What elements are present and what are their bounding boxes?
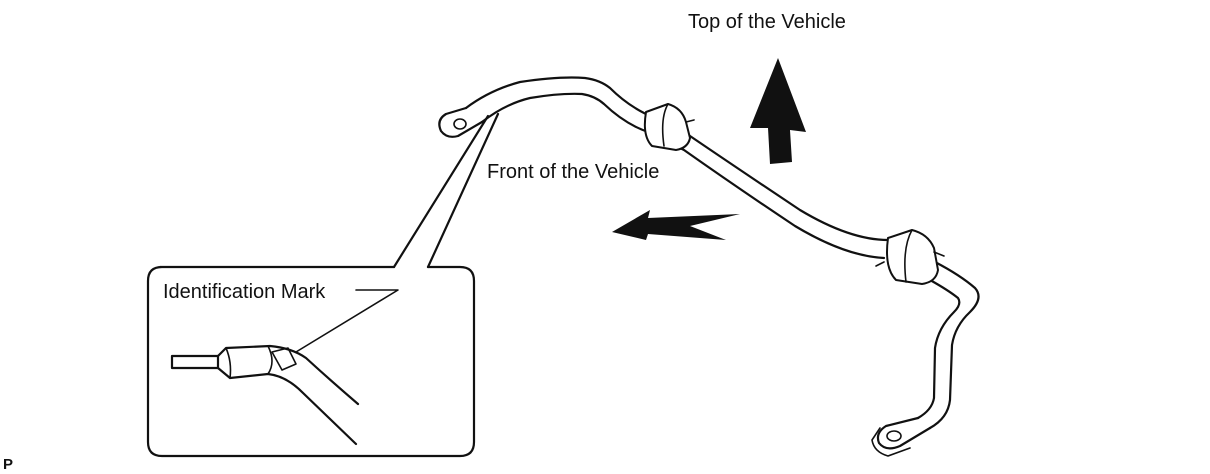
detail-rod [170, 354, 220, 370]
bushing-right [875, 229, 945, 285]
bar-left-end [438, 106, 484, 138]
callout-wedge [392, 112, 500, 269]
label-top-of-vehicle: Top of the Vehicle [688, 11, 846, 33]
detail-callout-box [146, 265, 476, 458]
bar-right-end-plate [871, 427, 911, 457]
arrow-up-icon [750, 58, 806, 164]
bar-lower-edge [480, 92, 886, 260]
bar-right-end [876, 416, 932, 450]
label-front-of-vehicle: Front of the Vehicle [487, 161, 659, 183]
bar-left-end-hole [453, 118, 467, 130]
corner-code: P [3, 456, 13, 473]
bar-right-end-hole [886, 430, 902, 442]
bar-right-lower-edge [916, 278, 961, 420]
bushing-left [643, 103, 695, 151]
bar-upper-edge [464, 76, 890, 242]
arrow-left-icon [612, 210, 740, 240]
identification-leader [295, 289, 399, 353]
bar-right-upper-edge [928, 260, 980, 430]
label-identification-mark: Identification Mark [163, 281, 326, 303]
identification-mark-patch [271, 347, 297, 371]
stabilizer-bar [438, 76, 980, 457]
